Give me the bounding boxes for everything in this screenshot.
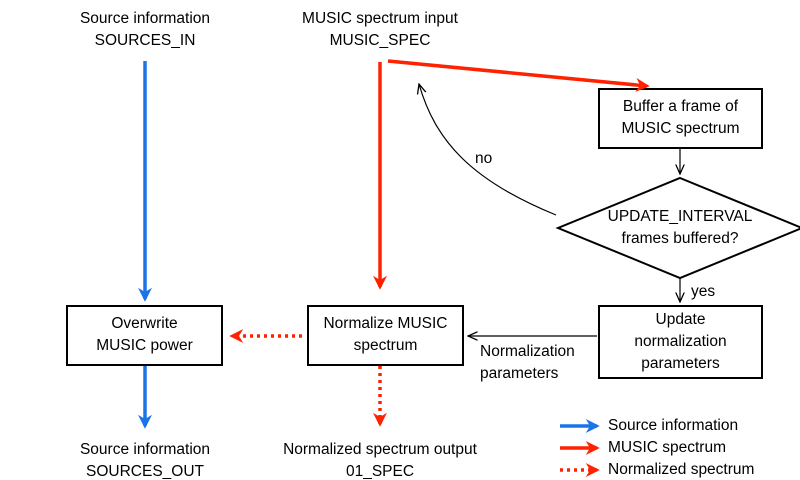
legend-normalized-label: Normalized spectrum (608, 461, 755, 478)
overwrite-line2: MUSIC power (96, 337, 193, 354)
edge-label-yes: yes (691, 283, 716, 300)
source-input-line1: Source information (79, 10, 211, 27)
buffer-node-text: Buffer a frame of MUSIC spectrum (599, 96, 762, 140)
source-output-label: Source information SOURCES_OUT (45, 439, 245, 480)
params-line2: parameters (480, 365, 559, 382)
buffer-line1: Buffer a frame of (622, 98, 739, 115)
source-input-label: Source information SOURCES_IN (45, 8, 245, 52)
overwrite-box (66, 305, 223, 366)
update-line1: Update (655, 311, 706, 328)
buffer-line2: MUSIC spectrum (621, 120, 740, 137)
normalize-box (307, 305, 464, 366)
normalize-line2: spectrum (353, 337, 418, 354)
decision-line1: UPDATE_INTERVAL (607, 208, 753, 225)
source-output-line2: SOURCES_OUT (86, 463, 204, 480)
edge-label-normalization-params: Normalization parameters (480, 341, 575, 385)
normalize-node-text: Normalize MUSIC spectrum (308, 313, 463, 357)
update-line3: parameters (641, 355, 720, 372)
normalized-output-line2: 01_SPEC (345, 463, 415, 480)
no-loop-arrow (419, 84, 557, 216)
source-input-line2: SOURCES_IN (94, 32, 196, 49)
buffer-box (598, 88, 763, 149)
update-box (598, 305, 763, 379)
update-node-text: Update normalization parameters (599, 309, 762, 375)
legend-music-label: MUSIC spectrum (608, 439, 726, 456)
normalized-output-line1: Normalized spectrum output (283, 441, 477, 458)
music-input-line2: MUSIC_SPEC (329, 32, 431, 49)
overwrite-node-text: Overwrite MUSIC power (67, 313, 222, 357)
music-input-label: MUSIC spectrum input MUSIC_SPEC (270, 8, 490, 52)
music-input-line1: MUSIC spectrum input (302, 10, 458, 27)
update-line2: normalization (634, 333, 727, 350)
decision-node-text: UPDATE_INTERVAL frames buffered? (590, 206, 770, 250)
normalize-line1: Normalize MUSIC (323, 315, 448, 332)
edge-label-no: no (475, 150, 493, 167)
decision-line2: frames buffered? (621, 230, 739, 247)
legend-source-label: Source information (608, 417, 739, 434)
normalized-output-label: Normalized spectrum output 01_SPEC (255, 439, 505, 480)
source-output-line1: Source information (79, 441, 211, 458)
overwrite-line1: Overwrite (111, 315, 178, 332)
music-to-buffer-arrow (387, 59, 650, 92)
params-line1: Normalization (480, 343, 575, 360)
